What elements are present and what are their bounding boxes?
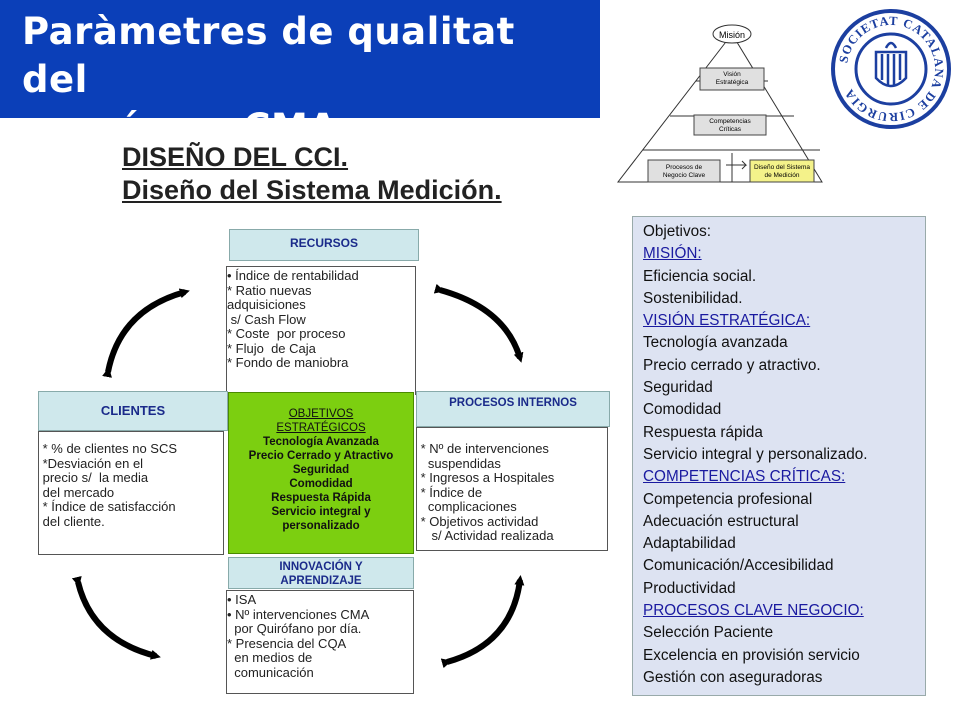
- pyramid-level1-b: Estratégica: [716, 79, 749, 86]
- objetivo-item: Seguridad: [292, 464, 350, 476]
- subtitle-line2: Diseño del Sistema Medición.: [122, 175, 502, 205]
- panel-line: Tecnología avanzada: [643, 334, 788, 352]
- innovacion-header-line1: INNOVACIÓN Y: [279, 561, 363, 573]
- pyramid-diagram: Misión Visión Estratégica Competencias C…: [616, 24, 823, 183]
- pyramid-apex: Misión: [719, 30, 745, 40]
- panel-line: Comunicación/Accesibilidad: [643, 557, 834, 575]
- arrow-top-right: [433, 283, 524, 363]
- innovacion-indicators: • ISA • Nº intervenciones CMA por Quiróf…: [226, 590, 414, 694]
- objetivo-item: Tecnología Avanzada: [263, 436, 379, 448]
- pyramid-level1-a: Visión: [723, 71, 741, 78]
- objetivo-item: Comodidad: [289, 478, 353, 490]
- title-banner: [0, 0, 600, 118]
- recursos-indicators: • Índice de rentabilidad * Ratio nuevas …: [226, 266, 416, 395]
- objetivos-panel: Objetivos: MISIÓN: Eficiencia social. So…: [632, 216, 926, 696]
- panel-line: Comodidad: [643, 401, 722, 419]
- objetivos-heading-2: ESTRATÉGICOS: [276, 422, 366, 434]
- panel-link-mision[interactable]: MISIÓN:: [643, 245, 702, 263]
- pyramid-level3-left-a: Procesos de: [666, 164, 703, 171]
- innovacion-header: INNOVACIÓN Y APRENDIZAJE: [228, 557, 414, 589]
- clientes-header: CLIENTES: [38, 391, 228, 431]
- panel-line: Sostenibilidad.: [643, 289, 743, 307]
- arrow-bottom-right: [440, 575, 525, 669]
- procesos-indicators: * Nº de intervenciones suspendidas * Ing…: [416, 427, 608, 551]
- panel-line: Eficiencia social.: [643, 267, 757, 285]
- panel-line: Precio cerrado y atractivo.: [643, 356, 821, 374]
- procesos-header: PROCESOS INTERNOS: [416, 391, 610, 427]
- objetivos-estrategicos-box: OBJETIVOS ESTRATÉGICOS Tecnología Avanza…: [228, 392, 414, 554]
- society-logo: SOCIETAT CATALANA DE CIRURGIA: [831, 9, 951, 129]
- objetivos-heading-1: OBJETIVOS: [288, 408, 354, 420]
- panel-line: Adecuación estructural: [643, 512, 799, 530]
- page-title: Paràmetres de qualitat del procés en CMA: [22, 8, 592, 152]
- objetivo-item: Precio Cerrado y Atractivo: [248, 450, 394, 462]
- pyramid-level2-b: Críticas: [719, 126, 742, 133]
- objetivo-item: personalizado: [282, 520, 360, 532]
- panel-line: Competencia profesional: [643, 490, 813, 508]
- panel-line: Gestión con aseguradoras: [643, 668, 823, 686]
- pyramid-level3-right-a: Diseño del Sistema: [754, 164, 810, 171]
- objetivo-item: Servicio integral y: [271, 506, 371, 518]
- panel-line: Excelencia en provisión servicio: [643, 646, 860, 664]
- panel-link-vision[interactable]: VISIÓN ESTRATÉGICA:: [643, 312, 811, 330]
- panel-line: Seguridad: [643, 379, 713, 397]
- recursos-header: RECURSOS: [229, 229, 419, 261]
- panel-link-procesos[interactable]: PROCESOS CLAVE NEGOCIO:: [643, 602, 864, 620]
- objetivo-item: Respuesta Rápida: [271, 492, 371, 504]
- panel-line: Servicio integral y personalizado.: [643, 445, 868, 463]
- panel-line: Adaptabilidad: [643, 535, 736, 553]
- clientes-indicators: * % de clientes no SCS *Desviación en el…: [38, 431, 224, 555]
- panel-line: Respuesta rápida: [643, 423, 763, 441]
- pyramid-level3-left-b: Negocio Clave: [663, 172, 706, 179]
- subtitle-line1: DISEÑO DEL CCI.: [122, 142, 349, 172]
- pyramid-level3-right-b: de Medición: [764, 172, 799, 179]
- innovacion-header-line2: APRENDIZAJE: [280, 575, 362, 587]
- page-title-line1: Paràmetres de qualitat del: [22, 10, 515, 101]
- page-title-line2: procés en CMA: [22, 106, 338, 149]
- panel-link-competencias[interactable]: COMPETENCIAS CRÍTICAS:: [643, 468, 846, 486]
- panel-line: Objetivos:: [643, 223, 712, 240]
- arrow-bottom-left: [71, 575, 161, 660]
- panel-line: Productividad: [643, 579, 736, 597]
- panel-line: Selección Paciente: [643, 624, 774, 642]
- pyramid-level2-a: Competencias: [709, 118, 751, 125]
- arrow-top-left: [102, 288, 190, 378]
